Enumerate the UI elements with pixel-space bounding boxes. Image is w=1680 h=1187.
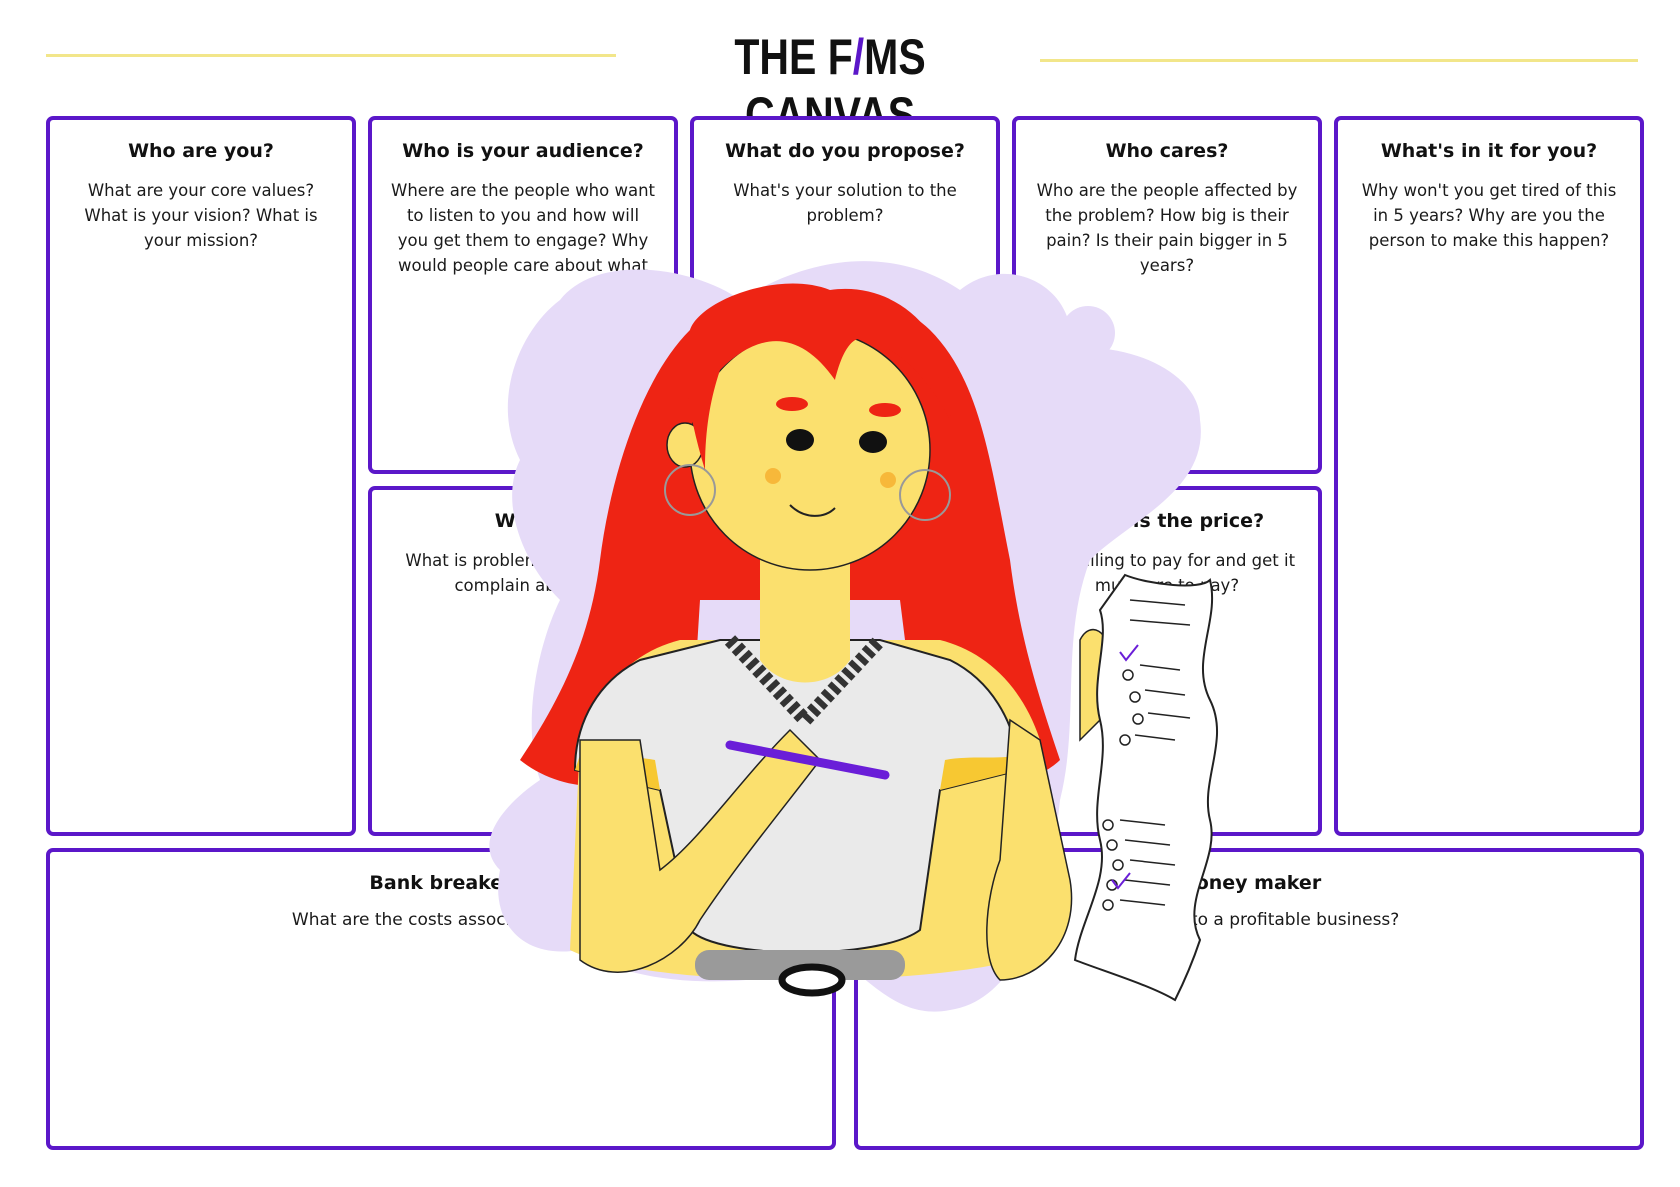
canvas-box-who-cares: Who cares? Who are the people affected b… (1012, 116, 1322, 474)
canvas-box-problem: What What is problem that people complai… (368, 486, 678, 836)
box-prompt: What are your core values? What is your … (84, 181, 318, 250)
box-prompt: Why won't you get tired of this in 5 yea… (1361, 181, 1617, 250)
box-heading: Who are you? (128, 140, 274, 162)
canvas-box-audience: Who is your audience? Where are the peop… (368, 116, 678, 474)
box-prompt: Who are the people affected by the probl… (1036, 181, 1298, 275)
box-prompt: What is problem that people complain abo… (405, 551, 641, 595)
box-heading: What's in it for you? (1380, 140, 1598, 162)
title-slash: / (852, 29, 865, 85)
title-divider-right (1040, 59, 1638, 62)
box-heading: Bank breaker (369, 872, 513, 894)
canvas-box-who-are-you: Who are you? What are your core values? … (46, 116, 356, 836)
box-heading: What do you propose? (725, 140, 965, 162)
box-prompt: Where are the people who want to listen … (391, 181, 655, 275)
box-prompt: What are the costs associated with (291, 910, 591, 930)
canvas-box-propose: What do you propose? What's your solutio… (690, 116, 1000, 474)
canvas-box-money-maker: Money maker turn this into a profitable … (854, 848, 1644, 1150)
canvas-box-price: What is the price? Are willing to pay fo… (1012, 486, 1322, 836)
page-title: THE F/MS CANVAS (734, 29, 926, 143)
canvas-box-bank-breaker: Bank breaker What are the costs associat… (46, 848, 836, 1150)
title-divider-left (46, 54, 616, 57)
box-heading: What is the price? (1069, 510, 1265, 532)
box-heading: Who is your audience? (402, 140, 644, 162)
box-prompt: Are willing to pay for and get it much a… (1038, 551, 1296, 595)
box-prompt: What's your solution to the problem? (733, 181, 957, 225)
box-heading: What (494, 510, 552, 532)
box-prompt: turn this into a profitable business? (1098, 910, 1400, 930)
box-heading: Who cares? (1105, 140, 1229, 162)
canvas-box-whats-in-it-for-you: What's in it for you? Why won't you get … (1334, 116, 1644, 836)
box-heading: Money maker (1176, 872, 1322, 894)
canvas-box-middle (690, 486, 1000, 836)
